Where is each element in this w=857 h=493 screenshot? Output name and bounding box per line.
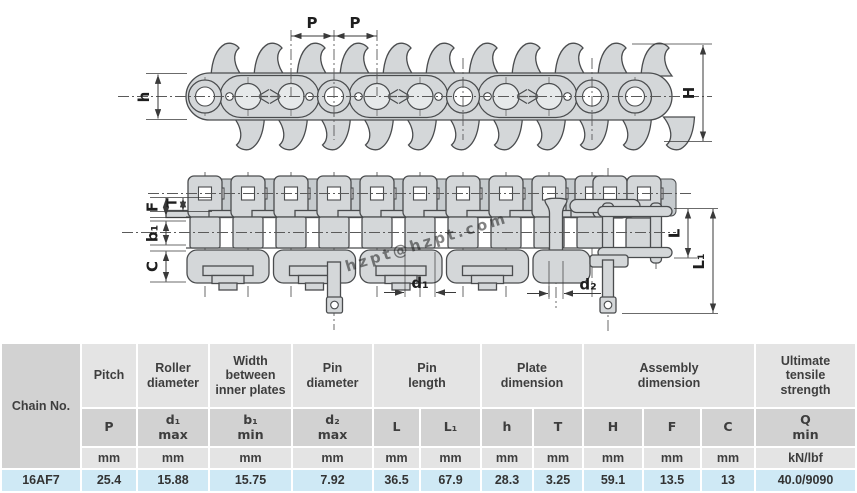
teeth-bottom <box>232 116 696 151</box>
unit-L1: mm <box>421 448 480 468</box>
unit-p: mm <box>82 448 136 468</box>
unit-C: mm <box>702 448 754 468</box>
symbol-F: F <box>644 409 700 446</box>
value-d1: 15.88 <box>138 470 208 491</box>
unit-F: mm <box>644 448 700 468</box>
group-roller-diameter: Roller diameter <box>138 344 208 407</box>
group-pin-length: Pin length <box>374 344 480 407</box>
dim-label-b1: b₁ <box>144 225 162 242</box>
group-ultimate-tensile-strength: Ultimate tensile strength <box>756 344 855 407</box>
unit-L: mm <box>374 448 419 468</box>
value-Q: 40.0/9090 <box>756 470 855 491</box>
dim-label-p1: P <box>307 14 318 32</box>
unit-b1: mm <box>210 448 291 468</box>
pitch-centerlines <box>290 30 593 140</box>
extended-pin-right <box>599 259 617 314</box>
dim-label-d1: d₁ <box>411 274 428 292</box>
symbol-L: L <box>374 409 419 446</box>
dim-label-L: L <box>666 228 684 238</box>
end-link-assembly <box>589 202 673 268</box>
value-pitch: 25.4 <box>82 470 136 491</box>
symbol-L1: L₁ <box>421 409 480 446</box>
unit-d1: mm <box>138 448 208 468</box>
symbol-h: h <box>482 409 532 446</box>
unit-h: mm <box>482 448 532 468</box>
dim-label-F: F <box>144 202 162 212</box>
dim-label-H: H <box>680 87 698 100</box>
dim-label-p2: P <box>350 14 361 32</box>
value-L: 36.5 <box>374 470 419 491</box>
symbol-C: C <box>702 409 754 446</box>
value-chain-no: 16AF7 <box>2 470 80 491</box>
dim-label-L1: L₁ <box>690 253 708 269</box>
extended-pin-left <box>325 261 344 314</box>
value-h: 28.3 <box>482 470 532 491</box>
chain-technical-drawing: h P P H <box>118 14 718 332</box>
symbol-H: H <box>584 409 642 446</box>
value-b1: 15.75 <box>210 470 291 491</box>
chain-top-view: h P P H <box>118 14 712 151</box>
group-plate-dimension: Plate dimension <box>482 344 582 407</box>
value-H: 59.1 <box>584 470 642 491</box>
spec-table: Chain No. Pitch Roller diameter Width be… <box>0 342 857 493</box>
chain-side-view: F T b₁ C d₁ d₂ L <box>122 168 718 332</box>
dim-label-h: h <box>135 92 153 103</box>
unit-T: mm <box>534 448 582 468</box>
value-T: 3.25 <box>534 470 582 491</box>
unit-H: mm <box>584 448 642 468</box>
value-C: 13 <box>702 470 754 491</box>
unit-Q: kN/lbf <box>756 448 855 468</box>
dim-label-d2: d₂ <box>579 276 596 294</box>
value-d2: 7.92 <box>293 470 372 491</box>
group-pin-diameter: Pin diameter <box>293 344 372 407</box>
dim-label-C: C <box>144 261 162 272</box>
unit-d2: mm <box>293 448 372 468</box>
symbol-T: T <box>534 409 582 446</box>
group-assembly-dimension: Assembly dimension <box>584 344 754 407</box>
value-F: 13.5 <box>644 470 700 491</box>
group-width-between-inner-plates: Width between inner plates <box>210 344 291 407</box>
value-L1: 67.9 <box>421 470 480 491</box>
teeth-top <box>210 42 673 77</box>
symbol-P: P <box>82 409 136 446</box>
press-fit-pin <box>544 197 568 259</box>
header-chain-no: Chain No. <box>2 344 80 468</box>
group-pitch: Pitch <box>82 344 136 407</box>
dim-label-T: T <box>166 198 181 207</box>
